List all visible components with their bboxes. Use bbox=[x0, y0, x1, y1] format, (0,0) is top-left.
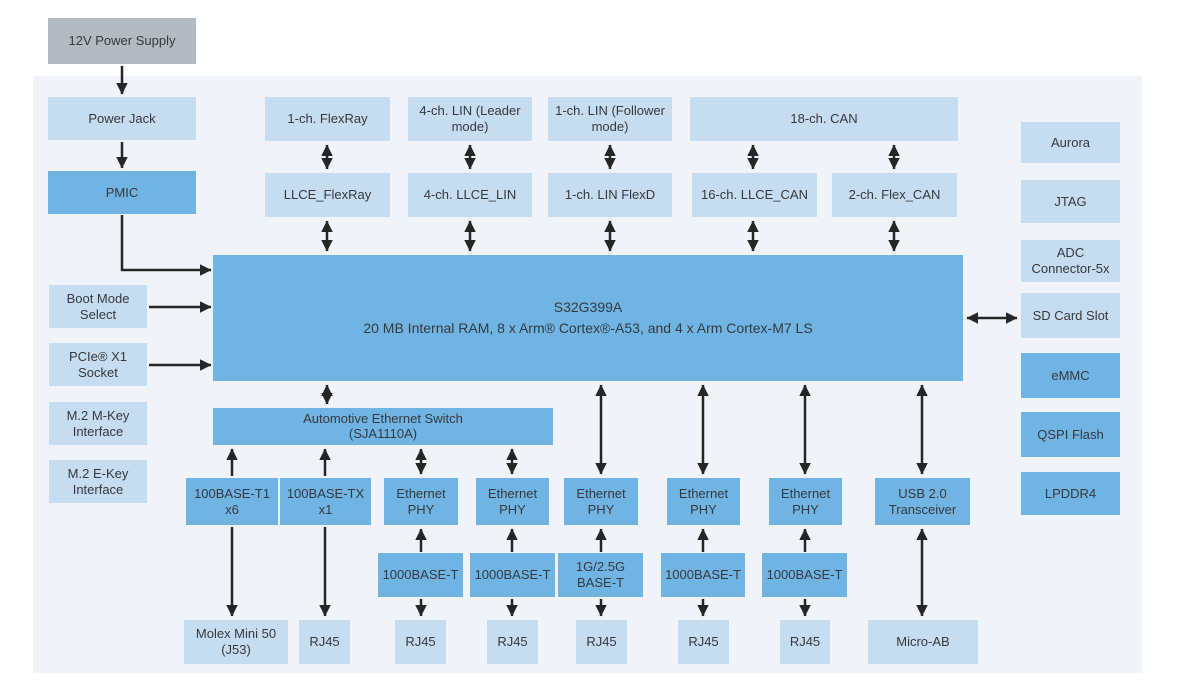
node-rj45-5: RJ45 bbox=[678, 620, 729, 664]
node-molex-mini-50: Molex Mini 50 (J53) bbox=[184, 620, 288, 664]
node-100base-t1: 100BASE-T1 x6 bbox=[186, 478, 278, 525]
node-s32g399a-soc: S32G399A 20 MB Internal RAM, 8 x Arm® Co… bbox=[213, 255, 963, 381]
node-boot-mode-select: Boot Mode Select bbox=[49, 285, 147, 328]
node-1000base-t-4: 1000BASE-T bbox=[661, 553, 745, 597]
node-4ch-lin-leader: 4-ch. LIN (Leader mode) bbox=[408, 97, 532, 141]
eth-switch-line2: (SJA1110A) bbox=[348, 425, 418, 441]
node-rj45-3: RJ45 bbox=[487, 620, 538, 664]
eth-switch-line1: Automotive Ethernet Switch bbox=[303, 410, 463, 426]
soc-subtitle: 20 MB Internal RAM, 8 x Arm® Cortex®-A53… bbox=[363, 319, 813, 336]
node-usb-transceiver: USB 2.0 Transceiver bbox=[875, 478, 970, 525]
node-4ch-llce-lin: 4-ch. LLCE_LIN bbox=[408, 173, 532, 217]
node-llce-flexray: LLCE_FlexRay bbox=[265, 173, 390, 217]
node-lpddr4: LPDDR4 bbox=[1021, 472, 1120, 515]
node-sd-card-slot: SD Card Slot bbox=[1021, 293, 1120, 338]
node-2ch-flex-can: 2-ch. Flex_CAN bbox=[832, 173, 957, 217]
node-m2-m-key-interface: M.2 M-Key Interface bbox=[49, 402, 147, 445]
node-ethernet-phy-3: Ethernet PHY bbox=[564, 478, 638, 525]
node-jtag: JTAG bbox=[1021, 180, 1120, 223]
node-adc-connector: ADC Connector-5x bbox=[1021, 240, 1120, 282]
node-micro-ab: Micro-AB bbox=[868, 620, 978, 664]
node-ethernet-phy-2: Ethernet PHY bbox=[476, 478, 549, 525]
node-16ch-llce-can: 16-ch. LLCE_CAN bbox=[692, 173, 817, 217]
node-ethernet-phy-5: Ethernet PHY bbox=[769, 478, 842, 525]
node-power-jack: Power Jack bbox=[48, 97, 196, 140]
node-1000base-t-5: 1000BASE-T bbox=[762, 553, 847, 597]
node-pmic: PMIC bbox=[48, 171, 196, 214]
node-1g-2p5g-base-t: 1G/2.5G BASE-T bbox=[558, 553, 643, 597]
node-m2-e-key-interface: M.2 E-Key Interface bbox=[49, 460, 147, 503]
node-100base-tx: 100BASE-TX x1 bbox=[280, 478, 371, 525]
node-rj45-4: RJ45 bbox=[576, 620, 627, 664]
node-pcie-x1-socket: PCIe® X1 Socket bbox=[49, 343, 147, 386]
node-automotive-ethernet-switch: Automotive Ethernet Switch (SJA1110A) bbox=[213, 408, 553, 445]
node-1000base-t-2: 1000BASE-T bbox=[470, 553, 555, 597]
soc-title: S32G399A bbox=[553, 299, 623, 316]
node-18ch-can: 18-ch. CAN bbox=[690, 97, 958, 141]
node-12v-power-supply: 12V Power Supply bbox=[48, 18, 196, 64]
node-rj45-2: RJ45 bbox=[395, 620, 446, 664]
node-emmc: eMMC bbox=[1021, 353, 1120, 398]
node-1ch-lin-flexd: 1-ch. LIN FlexD bbox=[548, 173, 672, 217]
node-qspi-flash: QSPI Flash bbox=[1021, 412, 1120, 457]
node-1000base-t-1: 1000BASE-T bbox=[378, 553, 463, 597]
node-aurora: Aurora bbox=[1021, 122, 1120, 163]
node-rj45-1: RJ45 bbox=[299, 620, 350, 664]
node-rj45-6: RJ45 bbox=[780, 620, 830, 664]
node-1ch-lin-follower: 1-ch. LIN (Follower mode) bbox=[548, 97, 672, 141]
node-ethernet-phy-4: Ethernet PHY bbox=[667, 478, 740, 525]
node-ethernet-phy-1: Ethernet PHY bbox=[384, 478, 458, 525]
node-1ch-flexray: 1-ch. FlexRay bbox=[265, 97, 390, 141]
